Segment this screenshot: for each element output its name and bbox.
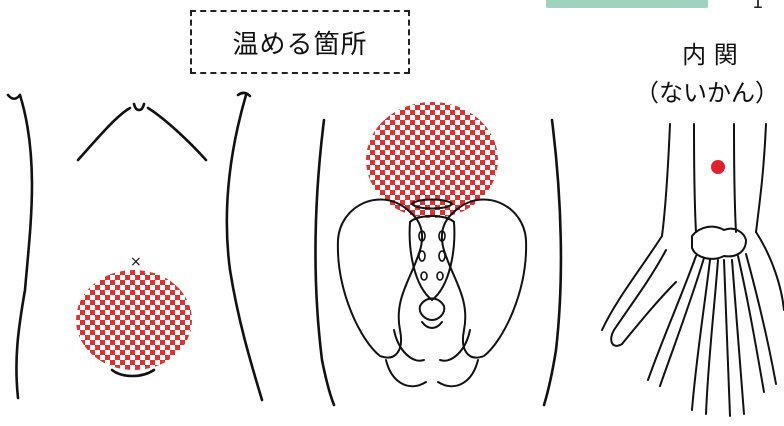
heat-area-abdomen bbox=[76, 270, 192, 370]
back-right-outline bbox=[544, 120, 561, 405]
torso-left-top bbox=[8, 95, 20, 99]
pelvis-bones bbox=[338, 199, 526, 386]
ribcage-right bbox=[148, 108, 206, 160]
back-left-outline bbox=[315, 120, 334, 405]
ribcage-left bbox=[78, 108, 130, 160]
forearm-tendon-right bbox=[734, 124, 736, 232]
navel-mark: × bbox=[130, 254, 142, 270]
sternum-notch bbox=[134, 104, 144, 110]
groin-curve bbox=[112, 370, 154, 376]
back-pelvis-figure bbox=[300, 0, 590, 426]
naikan-acupoint bbox=[711, 160, 725, 174]
forearm-tendon-left bbox=[694, 124, 696, 232]
torso-right-top bbox=[238, 93, 250, 96]
finger-3 bbox=[724, 260, 744, 416]
carpal-bones bbox=[692, 227, 746, 259]
torso-left-outline bbox=[16, 95, 32, 398]
torso-right-outline bbox=[227, 95, 262, 400]
forearm-left-outline bbox=[662, 124, 670, 236]
forearm-right-outline bbox=[756, 124, 766, 232]
abdomen-figure: × bbox=[0, 0, 270, 426]
finger-4 bbox=[738, 254, 776, 392]
wrist-hand-figure bbox=[596, 0, 784, 426]
